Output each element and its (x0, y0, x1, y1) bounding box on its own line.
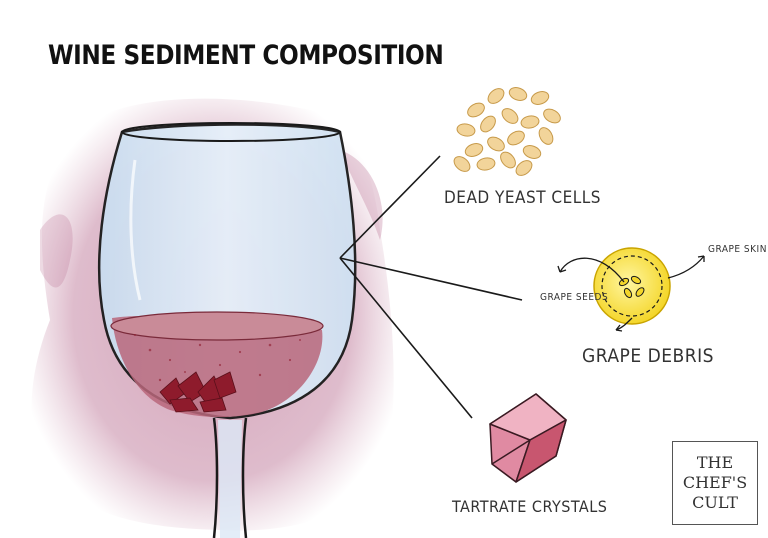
crystals-label: TARTRATE CRYSTALS (452, 497, 608, 516)
brand-line-2: CHEF'S (682, 473, 748, 492)
grape-debris-icon (557, 247, 705, 332)
brand-logo: THE CHEF'S CULT (672, 441, 758, 525)
wine-glass-icon (97, 122, 357, 538)
page-title: WINE SEDIMENT COMPOSITION (48, 40, 444, 71)
brand-line-3: CULT (692, 493, 738, 512)
yeast-cells-icon (453, 87, 561, 176)
tartrate-crystal-icon (489, 393, 567, 483)
skin-label: GRAPE SKIN (708, 244, 767, 255)
seeds-label: GRAPE SEEDS (540, 292, 609, 303)
debris-label: GRAPE DEBRIS (582, 345, 715, 367)
connector-lines (339, 155, 523, 419)
yeast-label: DEAD YEAST CELLS (444, 188, 601, 208)
brand-line-1: THE (696, 453, 734, 472)
